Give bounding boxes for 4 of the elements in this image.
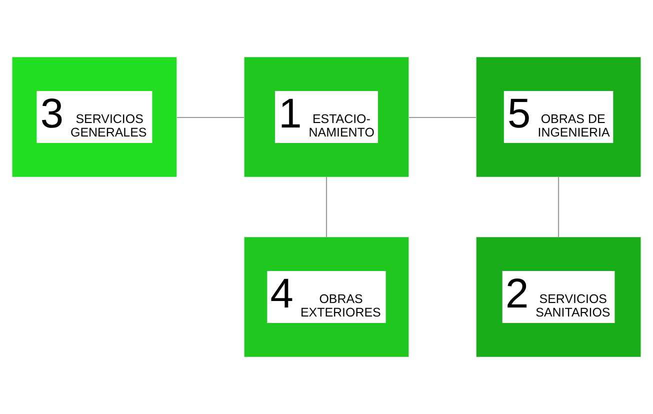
connector [176,117,244,118]
connector [326,176,328,238]
connector [558,176,560,238]
connector [408,117,476,118]
